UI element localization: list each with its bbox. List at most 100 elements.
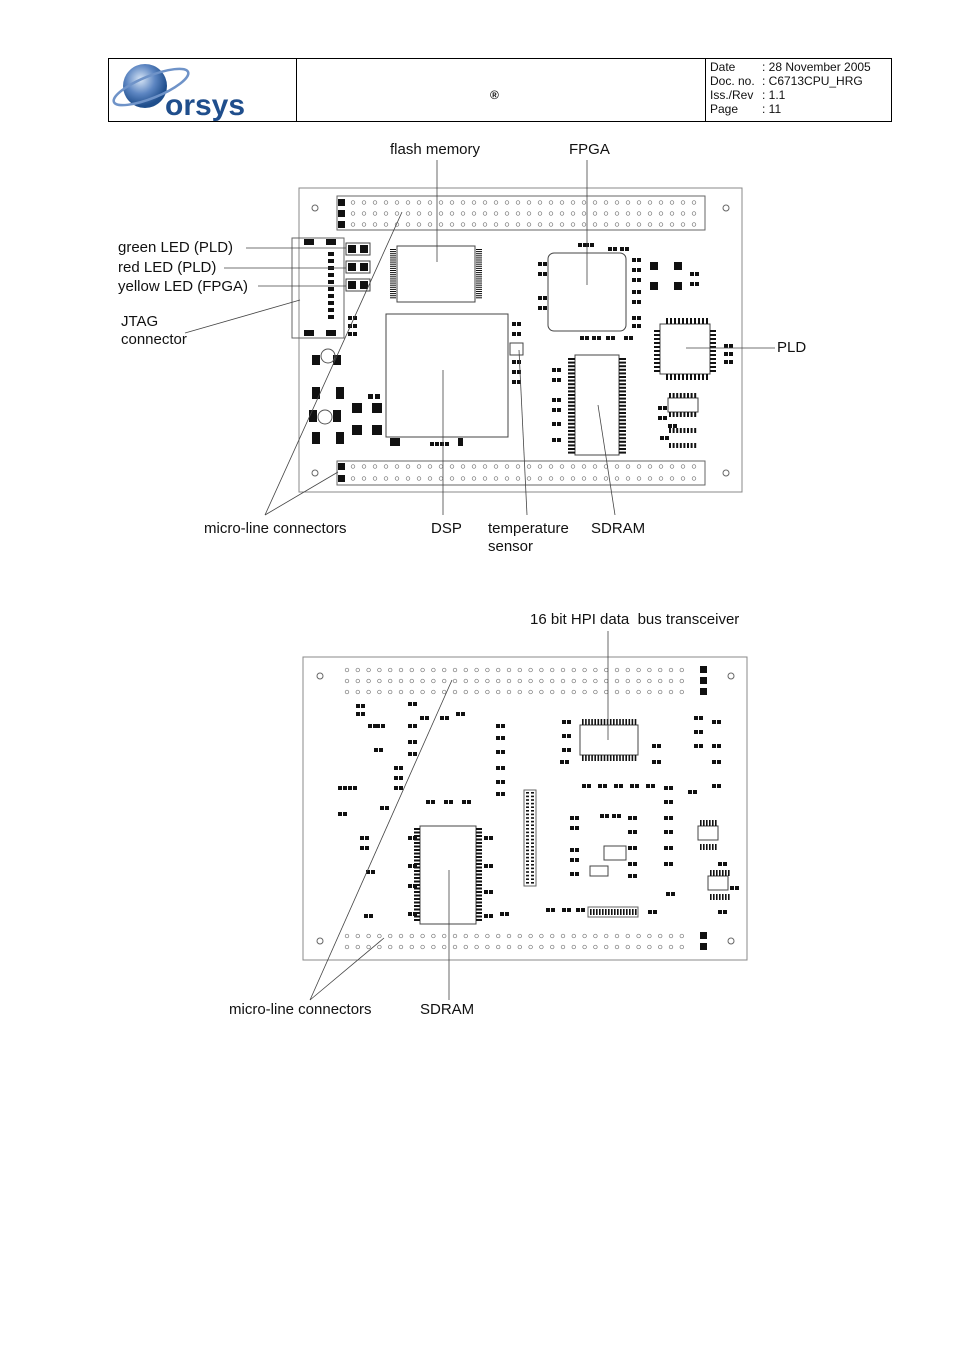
pad xyxy=(679,443,682,448)
pad xyxy=(690,393,693,398)
pad xyxy=(715,844,717,850)
pin-hole xyxy=(668,667,674,673)
pin-hole xyxy=(474,678,479,684)
pad xyxy=(664,846,668,850)
pin-hole xyxy=(537,211,543,216)
pin-hole xyxy=(636,222,642,227)
pin-hole xyxy=(592,476,598,481)
pin-hole xyxy=(691,222,697,227)
pin-hole xyxy=(438,211,444,216)
pin-hole xyxy=(517,933,522,939)
pad xyxy=(658,406,662,410)
pin-hole xyxy=(636,678,641,684)
pad xyxy=(414,908,420,911)
pin-hole xyxy=(438,464,444,469)
label-red-led: red LED (PLD) xyxy=(118,259,217,276)
pad xyxy=(710,334,716,336)
pad xyxy=(512,332,516,336)
pin-hole xyxy=(398,689,404,695)
sdram-pins xyxy=(568,358,626,454)
pad xyxy=(568,386,575,389)
pin-hole xyxy=(409,933,414,939)
pad xyxy=(476,877,482,879)
pad xyxy=(619,383,626,386)
pad xyxy=(414,852,420,855)
pad xyxy=(724,360,728,364)
pad xyxy=(390,274,396,276)
pad xyxy=(543,306,547,310)
pad xyxy=(671,892,675,896)
pad xyxy=(531,795,534,798)
pad xyxy=(729,352,733,356)
pad xyxy=(501,792,505,796)
pin-hole xyxy=(528,678,533,684)
pad xyxy=(693,790,697,794)
pad xyxy=(632,258,636,262)
pin-hole xyxy=(582,689,587,695)
pin-hole xyxy=(571,944,576,950)
pad xyxy=(562,908,566,912)
pad xyxy=(637,316,641,320)
pin-hole xyxy=(496,689,501,695)
pin-hole xyxy=(388,667,393,673)
pad xyxy=(328,280,334,284)
pin-hole xyxy=(647,222,653,227)
pad xyxy=(526,846,529,848)
pad xyxy=(328,308,334,312)
pin-hole xyxy=(438,476,444,481)
pad xyxy=(414,828,420,830)
pin-hole xyxy=(625,933,630,939)
pad xyxy=(512,370,516,374)
pad xyxy=(413,752,417,756)
pad xyxy=(568,408,575,411)
pin-hole xyxy=(581,211,587,216)
pad xyxy=(476,845,482,848)
pad xyxy=(679,412,682,417)
pad xyxy=(694,730,698,734)
pin-hole xyxy=(647,689,652,695)
pad xyxy=(570,848,574,852)
pad xyxy=(476,259,482,261)
label-dsp: DSP xyxy=(431,520,462,537)
pad xyxy=(328,259,334,263)
pin-hole xyxy=(482,200,488,205)
pad xyxy=(590,909,592,915)
pad xyxy=(484,914,488,918)
pad xyxy=(408,884,412,888)
pad xyxy=(657,744,661,748)
pad xyxy=(668,424,672,428)
pad xyxy=(669,830,673,834)
pad xyxy=(654,358,660,360)
pad xyxy=(632,316,636,320)
pad xyxy=(633,816,637,820)
pad xyxy=(619,365,626,368)
pad xyxy=(414,891,420,893)
pad xyxy=(526,835,529,837)
pad xyxy=(476,880,482,883)
pad xyxy=(526,810,529,812)
pad xyxy=(476,870,482,872)
pad xyxy=(531,824,534,826)
pad xyxy=(619,372,626,375)
pad xyxy=(568,422,575,425)
pin-hole xyxy=(581,476,587,481)
pad xyxy=(578,243,582,247)
pad xyxy=(476,280,482,282)
pin-hole xyxy=(344,667,350,673)
pad xyxy=(476,828,482,830)
pad xyxy=(531,878,534,880)
pad xyxy=(420,716,424,720)
pad xyxy=(710,358,716,360)
led-green xyxy=(345,242,371,256)
pad xyxy=(633,874,637,878)
pad xyxy=(364,914,368,918)
pad xyxy=(496,750,500,754)
pad xyxy=(379,748,383,752)
pad xyxy=(683,393,686,398)
pin-hole xyxy=(452,933,458,939)
pad xyxy=(700,943,707,950)
pin-hole xyxy=(669,464,675,469)
pad xyxy=(637,324,641,328)
pad xyxy=(594,719,596,725)
pin-hole xyxy=(383,476,389,481)
